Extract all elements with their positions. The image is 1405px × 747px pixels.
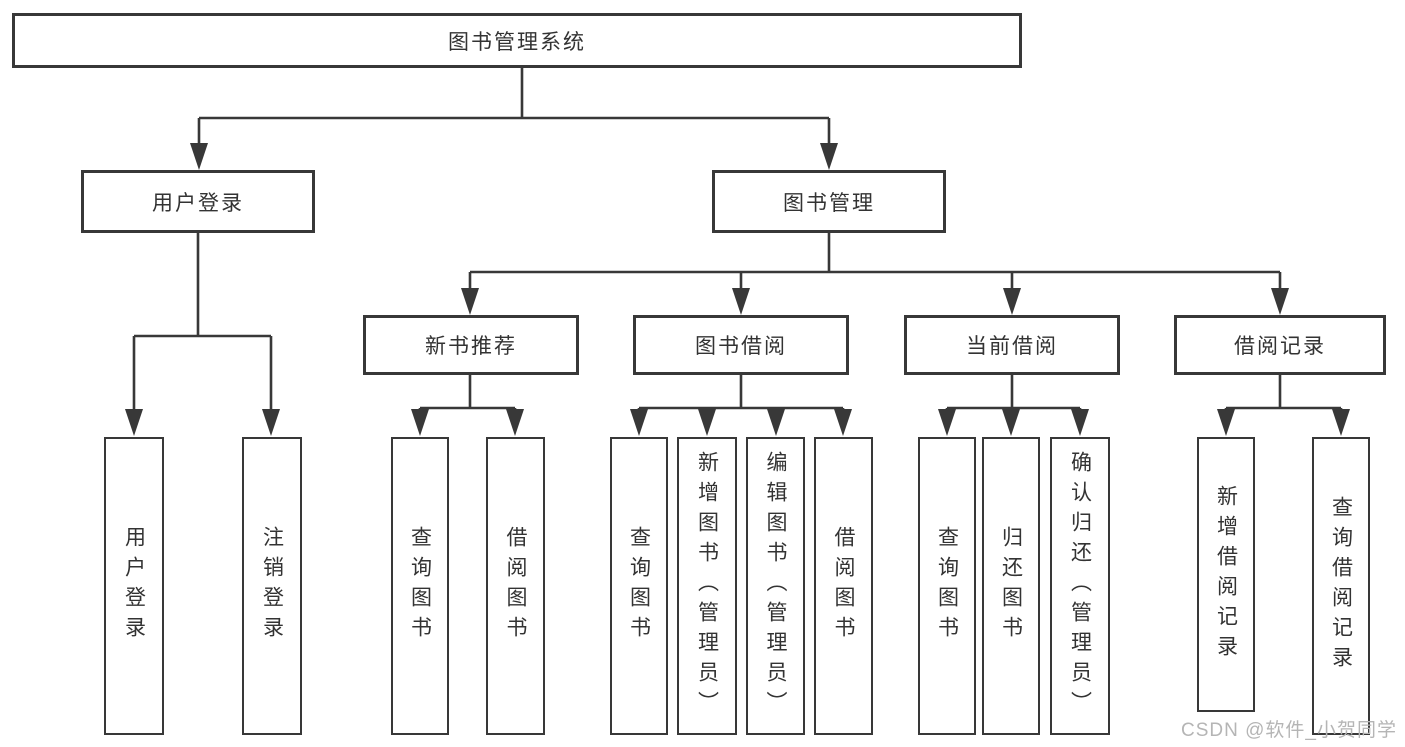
leaf-borrowing-query-books: 查询图书 <box>610 437 668 735</box>
leaf-borrowing-borrow-books: 借阅图书 <box>814 437 873 735</box>
arrow-down-icon <box>1071 409 1089 436</box>
leaf-records-add-record: 新增借阅记录 <box>1197 437 1255 712</box>
leaf-recommend-query-books-label: 查询图书 <box>408 526 432 646</box>
arrow-down-icon <box>698 409 716 436</box>
arrow-down-icon <box>1002 409 1020 436</box>
arrow-down-icon <box>834 409 852 436</box>
leaf-records-add-record-label: 新增借阅记录 <box>1214 484 1238 665</box>
leaf-current-query-books-label: 查询图书 <box>935 526 959 646</box>
leaf-recommend-borrow-books: 借阅图书 <box>486 437 545 735</box>
leaf-borrowing-query-books-label: 查询图书 <box>627 526 651 646</box>
node-root-label: 图书管理系统 <box>448 30 586 54</box>
arrow-down-icon <box>411 409 429 436</box>
leaf-borrowing-add-book-admin-label: 新增图书（管理员） <box>695 451 719 721</box>
node-user-login: 用户登录 <box>81 170 315 233</box>
node-root-system: 图书管理系统 <box>12 13 1022 68</box>
arrow-down-icon <box>630 409 648 436</box>
node-current-borrowing-label: 当前借阅 <box>966 335 1058 358</box>
arrow-down-icon <box>732 288 750 315</box>
node-book-management: 图书管理 <box>712 170 946 233</box>
leaf-records-query-record-label: 查询借阅记录 <box>1329 496 1353 676</box>
leaf-borrowing-borrow-books-label: 借阅图书 <box>832 526 855 646</box>
arrow-down-icon <box>1217 409 1235 436</box>
arrow-down-icon <box>461 288 479 315</box>
arrow-down-icon <box>767 409 785 436</box>
csdn-watermark: CSDN @软件_小贺同学 <box>1181 720 1397 741</box>
arrow-down-icon <box>262 409 280 436</box>
leaf-current-confirm-return-admin-label: 确认归还（管理员） <box>1068 451 1092 721</box>
leaf-login-logout: 注销登录 <box>242 437 302 735</box>
node-borrowing-records-label: 借阅记录 <box>1234 335 1326 358</box>
leaf-login-logout-label: 注销登录 <box>260 526 284 646</box>
node-book-management-label: 图书管理 <box>783 191 875 215</box>
leaf-current-return-books-label: 归还图书 <box>999 526 1023 646</box>
leaf-login-user-login: 用户登录 <box>104 437 164 735</box>
leaf-current-query-books: 查询图书 <box>918 437 976 735</box>
leaf-login-user-login-label: 用户登录 <box>122 526 146 646</box>
node-borrowing-records: 借阅记录 <box>1174 315 1386 375</box>
node-new-book-recommend-label: 新书推荐 <box>425 335 517 358</box>
leaf-recommend-borrow-books-label: 借阅图书 <box>504 526 527 646</box>
leaf-borrowing-edit-book-admin-label: 编辑图书（管理员） <box>764 451 787 721</box>
arrow-down-icon <box>190 143 208 170</box>
node-user-login-label: 用户登录 <box>152 191 244 215</box>
leaf-recommend-query-books: 查询图书 <box>391 437 449 735</box>
leaf-borrowing-add-book-admin: 新增图书（管理员） <box>677 437 737 735</box>
arrow-down-icon <box>1003 288 1021 315</box>
arrow-down-icon <box>125 409 143 436</box>
node-current-borrowing: 当前借阅 <box>904 315 1120 375</box>
arrow-down-icon <box>1271 288 1289 315</box>
node-book-borrowing: 图书借阅 <box>633 315 849 375</box>
leaf-records-query-record: 查询借阅记录 <box>1312 437 1370 735</box>
arrow-down-icon <box>506 409 524 436</box>
arrow-down-icon <box>1332 409 1350 436</box>
arrow-down-icon <box>820 143 838 170</box>
node-new-book-recommend: 新书推荐 <box>363 315 579 375</box>
node-book-borrowing-label: 图书借阅 <box>695 335 787 358</box>
leaf-current-return-books: 归还图书 <box>982 437 1040 735</box>
leaf-borrowing-edit-book-admin: 编辑图书（管理员） <box>746 437 805 735</box>
arrow-down-icon <box>938 409 956 436</box>
leaf-current-confirm-return-admin: 确认归还（管理员） <box>1050 437 1110 735</box>
